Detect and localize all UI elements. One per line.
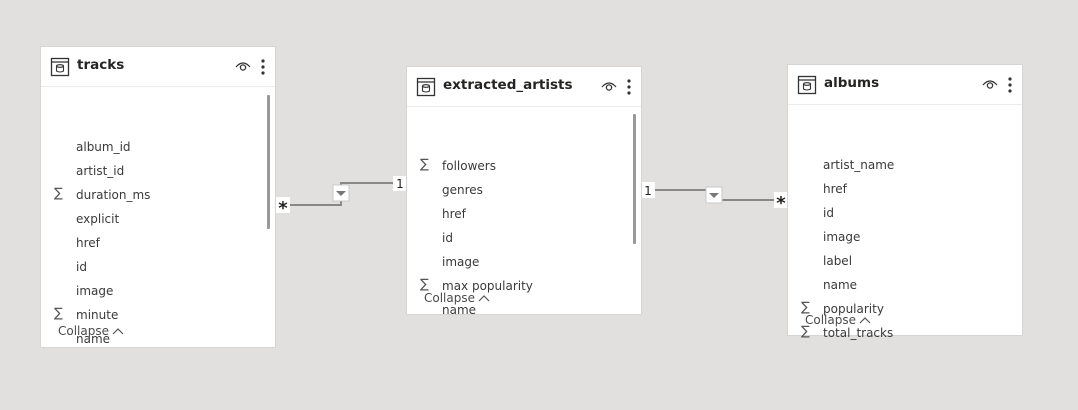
chevron-up-icon: [112, 328, 124, 335]
field-row[interactable]: image: [407, 250, 641, 274]
visibility-eye-icon[interactable]: [982, 77, 998, 91]
field-name: max popularity: [442, 279, 533, 293]
sigma-icon: ∑: [420, 157, 429, 172]
field-row[interactable]: href: [41, 231, 275, 255]
field-row[interactable]: ∑ max popularity: [407, 274, 641, 298]
collapse-label: Collapse: [58, 324, 109, 338]
field-name: explicit: [76, 212, 120, 226]
field-name: followers: [442, 159, 496, 173]
cardinality-label: *: [776, 193, 786, 214]
table-icon: [416, 77, 436, 97]
collapse-label: Collapse: [805, 313, 856, 327]
field-row[interactable]: label: [788, 249, 1022, 273]
table-title: extracted_artists: [443, 77, 573, 93]
sigma-icon: ∑: [801, 300, 810, 315]
field-name: label: [823, 254, 853, 268]
field-name: id: [442, 231, 453, 245]
table-title: tracks: [77, 57, 125, 73]
field-name: name: [442, 303, 477, 317]
field-row[interactable]: ∑ total_tracks: [788, 321, 1022, 345]
cardinality-many-marker: *: [275, 197, 290, 219]
field-name: name: [823, 278, 858, 292]
visibility-eye-icon[interactable]: [235, 59, 251, 73]
visibility-eye-icon[interactable]: [601, 79, 617, 93]
sigma-icon: ∑: [801, 324, 810, 339]
relationship-filter-direction-icon: [332, 184, 350, 202]
field-name: name: [76, 332, 111, 346]
table-icon: [797, 75, 817, 95]
field-name: id: [76, 260, 87, 274]
field-row[interactable]: genres: [407, 178, 641, 202]
field-row[interactable]: ∑ popularity: [788, 297, 1022, 321]
field-name: href: [823, 182, 847, 196]
table-header[interactable]: extracted_artists: [407, 67, 641, 107]
field-name: minute: [76, 308, 119, 322]
table-card-albums[interactable]: albums artist_name href id image label n…: [788, 65, 1022, 340]
table-card-extracted-artists[interactable]: extracted_artists ∑ followers genres hre…: [407, 67, 641, 317]
collapse-button[interactable]: Collapse: [58, 324, 124, 338]
field-name: image: [823, 230, 861, 244]
cardinality-label: *: [278, 198, 288, 219]
cardinality-one-marker: 1: [393, 176, 407, 191]
field-row[interactable]: name: [788, 273, 1022, 297]
cardinality-label: 1: [396, 177, 404, 191]
field-row[interactable]: ∑ duration_ms: [41, 183, 275, 207]
sigma-icon: ∑: [54, 186, 63, 201]
field-name: image: [76, 284, 114, 298]
collapse-label: Collapse: [424, 291, 475, 305]
field-row[interactable]: id: [41, 255, 275, 279]
cardinality-label: 1: [644, 184, 652, 198]
sigma-icon: ∑: [420, 277, 429, 292]
sigma-icon: ∑: [54, 306, 63, 321]
field-row[interactable]: id: [407, 226, 641, 250]
table-icon: [50, 57, 70, 77]
cardinality-one-marker: 1: [640, 182, 655, 198]
field-name: genres: [442, 183, 483, 197]
field-name: total_tracks: [823, 326, 894, 340]
field-row[interactable]: album_id: [41, 135, 275, 159]
cardinality-many-marker: *: [774, 192, 788, 214]
field-row[interactable]: name: [41, 327, 275, 351]
relationship-filter-direction-icon: [705, 186, 723, 204]
field-row[interactable]: name: [407, 298, 641, 322]
field-name: image: [442, 255, 480, 269]
field-row[interactable]: id: [788, 201, 1022, 225]
more-options-icon[interactable]: [626, 78, 632, 96]
table-header[interactable]: albums: [788, 65, 1022, 105]
chevron-up-icon: [478, 295, 490, 302]
field-name: popularity: [823, 302, 884, 316]
scrollbar[interactable]: [267, 95, 270, 229]
field-name: id: [823, 206, 834, 220]
more-options-icon[interactable]: [260, 58, 266, 76]
chevron-up-icon: [859, 317, 871, 324]
field-name: album_id: [76, 140, 131, 154]
scrollbar[interactable]: [633, 114, 636, 244]
field-row[interactable]: ∑ followers: [407, 154, 641, 178]
field-name: href: [442, 207, 466, 221]
field-name: artist_name: [823, 158, 895, 172]
field-row[interactable]: image: [41, 279, 275, 303]
field-name: artist_id: [76, 164, 125, 178]
field-row[interactable]: ∑ minute: [41, 303, 275, 327]
field-row[interactable]: artist_id: [41, 159, 275, 183]
field-row[interactable]: artist_name: [788, 153, 1022, 177]
field-name: href: [76, 236, 100, 250]
collapse-button[interactable]: Collapse: [805, 313, 871, 327]
field-row[interactable]: image: [788, 225, 1022, 249]
collapse-button[interactable]: Collapse: [424, 291, 490, 305]
field-row[interactable]: href: [788, 177, 1022, 201]
field-row[interactable]: explicit: [41, 207, 275, 231]
field-name: duration_ms: [76, 188, 151, 202]
table-card-tracks[interactable]: tracks album_id artist_id ∑ duration_ms …: [41, 47, 275, 347]
more-options-icon[interactable]: [1007, 76, 1013, 94]
table-title: albums: [824, 75, 880, 91]
field-row[interactable]: href: [407, 202, 641, 226]
table-header[interactable]: tracks: [41, 47, 275, 87]
